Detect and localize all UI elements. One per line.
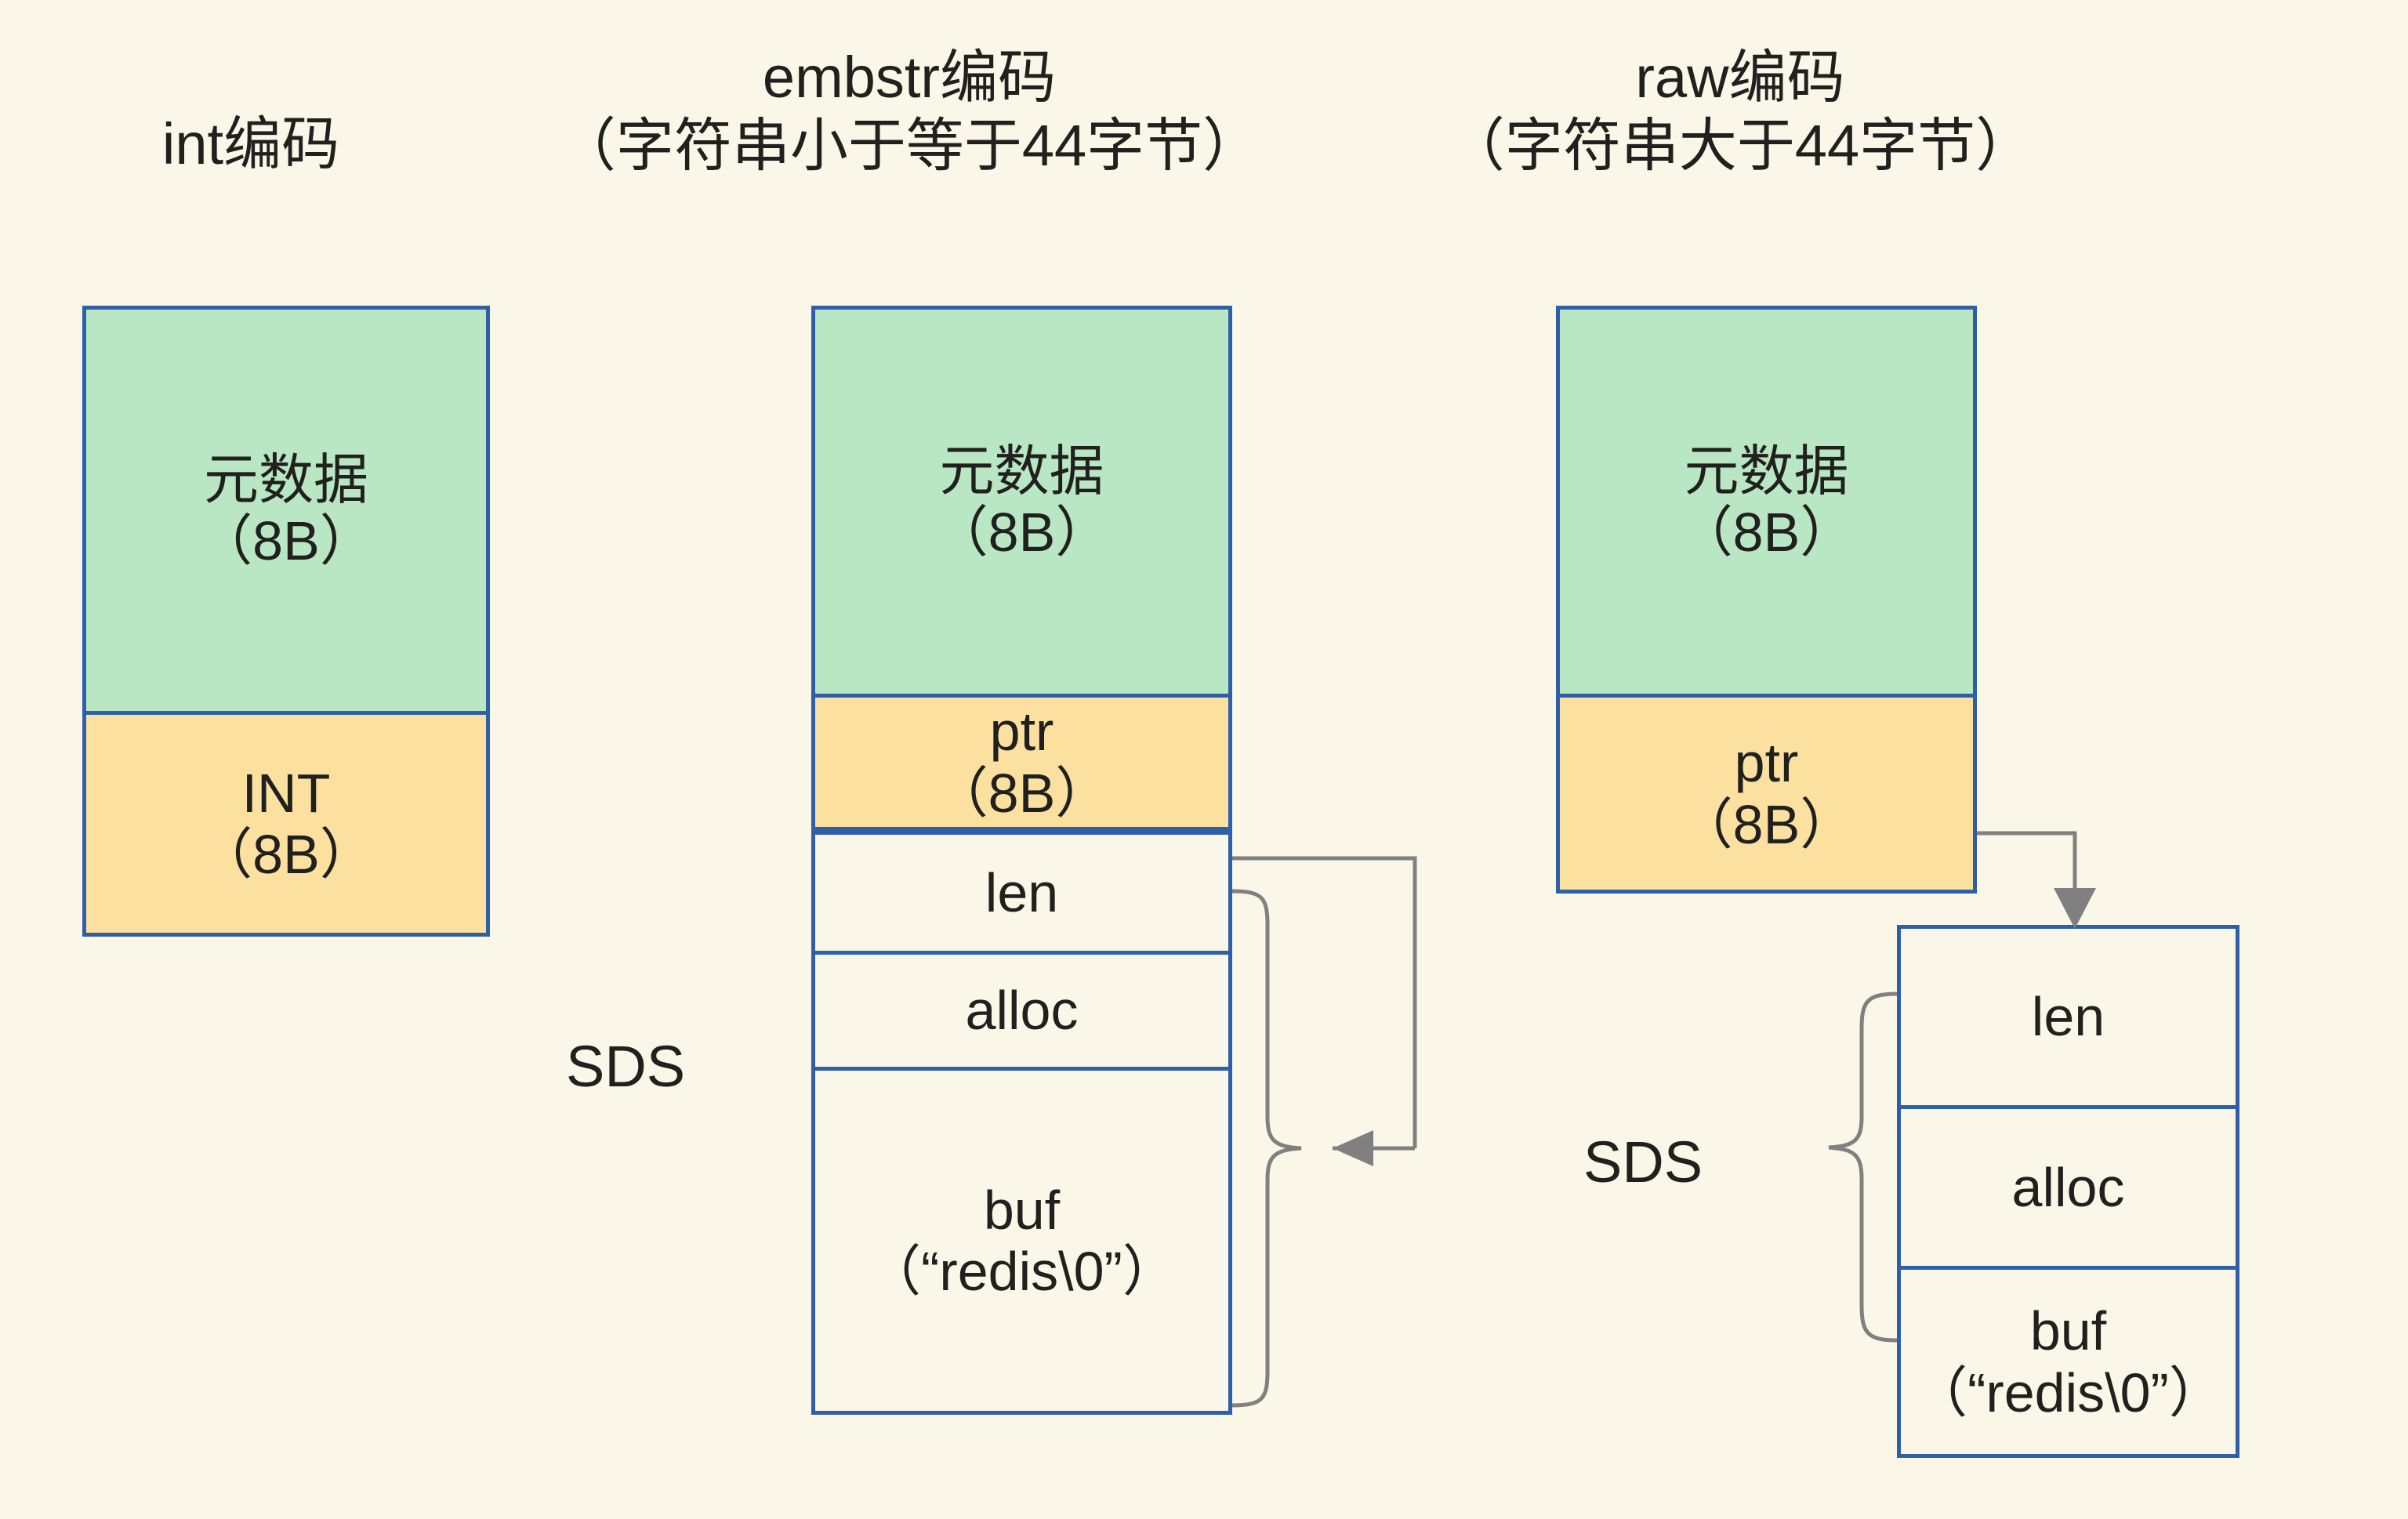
embstr-ptr-line2: （8B） (933, 762, 1111, 824)
raw-alloc-label: alloc (2011, 1156, 2125, 1218)
int-value-line1: INT (241, 762, 331, 824)
embstr-metadata-cell: 元数据 （8B） (815, 310, 1228, 694)
raw-sds-label: SDS (1583, 1129, 1703, 1195)
embstr-metadata-line2: （8B） (933, 502, 1111, 563)
heading-int: int编码 (47, 110, 455, 178)
raw-ptr-cell: ptr （8B） (1560, 694, 1973, 890)
embstr-ptr-cell: ptr （8B） (815, 694, 1228, 827)
embstr-buf-line1: buf (983, 1179, 1061, 1241)
heading-raw-line1: raw编码 (1635, 45, 1845, 110)
embstr-sds-box: len alloc buf （“redis\0”） (811, 831, 1232, 1415)
embstr-metadata-line1: 元数据 (939, 440, 1104, 502)
int-metadata-line1: 元数据 (204, 448, 368, 510)
raw-ptr-line1: ptr (1734, 732, 1799, 794)
int-value-line2: （8B） (198, 824, 375, 885)
embstr-len-label: len (985, 861, 1059, 923)
embstr-sds-label: SDS (566, 1034, 686, 1099)
int-value-cell: INT （8B） (86, 711, 486, 933)
heading-embstr-line2: （字符串小于等于44字节） (557, 113, 1261, 179)
embstr-buf-line2: （“redis\0”） (866, 1241, 1177, 1302)
raw-metadata-cell: 元数据 （8B） (1560, 310, 1973, 694)
raw-buf-cell: buf （“redis\0”） (1901, 1266, 2236, 1454)
embstr-ptr-arrowhead (1333, 1130, 1373, 1166)
int-metadata-cell: 元数据 （8B） (86, 310, 486, 711)
heading-raw: raw编码 （字符串大于44字节） (1333, 43, 2148, 180)
raw-object-box: 元数据 （8B） ptr （8B） (1556, 306, 1977, 894)
raw-len-label: len (2031, 986, 2105, 1048)
heading-embstr-line1: embstr编码 (762, 45, 1057, 110)
int-object-box: 元数据 （8B） INT （8B） (82, 306, 490, 937)
embstr-object-box: 元数据 （8B） ptr （8B） (811, 306, 1232, 831)
embstr-sds-brace (1231, 889, 1302, 1408)
embstr-ptr-connector (1232, 856, 1417, 1148)
raw-sds-box: len alloc buf （“redis\0”） (1897, 925, 2239, 1458)
raw-sds-brace (1828, 992, 1898, 1343)
raw-len-cell: len (1901, 929, 2236, 1105)
embstr-ptr-line1: ptr (989, 701, 1054, 763)
int-metadata-line2: （8B） (198, 510, 375, 571)
heading-int-line1: int编码 (161, 111, 340, 176)
embstr-len-cell: len (815, 835, 1228, 951)
embstr-alloc-label: alloc (965, 980, 1079, 1042)
raw-buf-line2: （“redis\0”） (1913, 1361, 2224, 1423)
raw-ptr-arrowhead (2054, 888, 2096, 929)
raw-metadata-line1: 元数据 (1684, 440, 1849, 502)
raw-buf-line1: buf (2029, 1300, 2107, 1362)
raw-alloc-cell: alloc (1901, 1105, 2236, 1266)
embstr-alloc-cell: alloc (815, 951, 1228, 1067)
heading-embstr: embstr编码 （字符串小于等于44字节） (502, 43, 1317, 180)
raw-ptr-connector (1977, 831, 2077, 905)
raw-metadata-line2: （8B） (1677, 502, 1855, 563)
heading-raw-line2: （字符串大于44字节） (1446, 113, 2034, 179)
raw-ptr-line2: （8B） (1677, 793, 1855, 855)
embstr-buf-cell: buf （“redis\0”） (815, 1067, 1228, 1411)
